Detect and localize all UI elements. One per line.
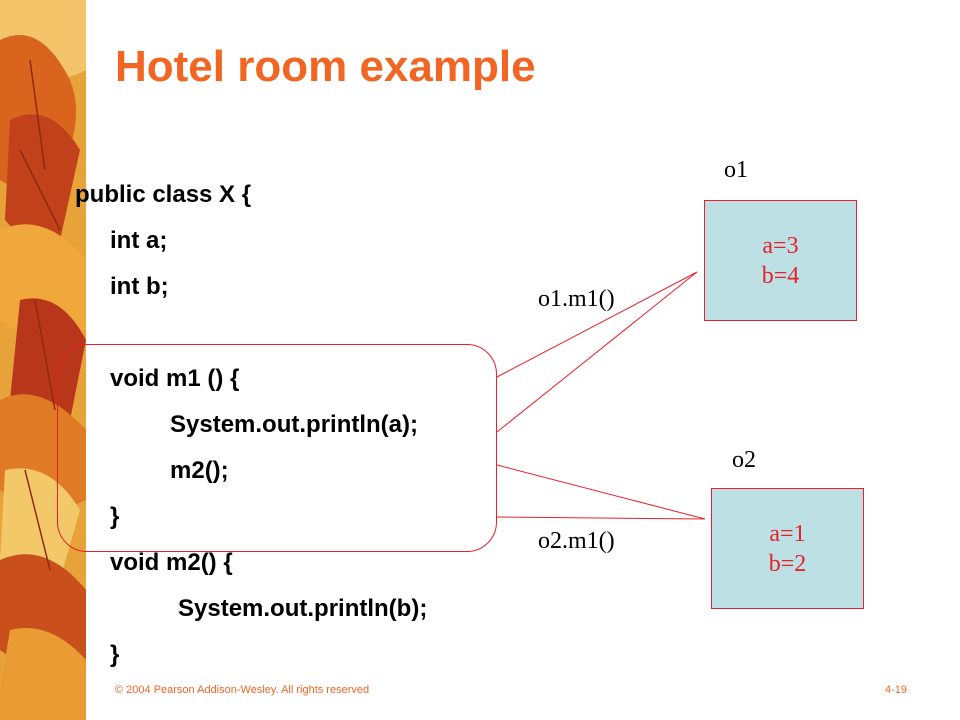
code-line-println-a: System.out.println(a); <box>170 411 419 438</box>
object-o2-field-a: a=1 <box>769 520 806 547</box>
call-o2-m1-label: o2.m1() <box>538 528 615 554</box>
code-line-m2-decl: void m2() { <box>110 549 233 576</box>
code-line-println-b: System.out.println(b); <box>178 595 428 622</box>
code-line-int-b: int b; <box>110 273 169 300</box>
object-o1-box: a=3 b=4 <box>704 200 857 321</box>
autumn-leaves-image <box>0 0 86 720</box>
footer-copyright: © 2004 Pearson Addison-Wesley. All right… <box>115 684 370 696</box>
connector-o2-upper <box>496 464 706 520</box>
object-o1-field-b: b=4 <box>761 262 800 289</box>
connector-o2-lower <box>496 516 706 520</box>
footer-page-number: 4-19 <box>885 684 908 696</box>
code-line-class-close: } <box>110 641 120 668</box>
code-line-m2-call: m2(); <box>170 457 229 484</box>
object-o2-field-b: b=2 <box>768 550 807 577</box>
object-o1-label: o1 <box>724 157 748 183</box>
m1-highlight-box <box>57 344 497 552</box>
object-o2-label: o2 <box>732 447 756 473</box>
code-line-class-decl: public class X { <box>75 181 252 208</box>
code-line-m1-close: } <box>110 503 120 530</box>
slide-title: Hotel room example <box>115 42 536 91</box>
code-line-m1-decl: void m1 () { <box>110 365 240 392</box>
code-line-int-a: int a; <box>110 227 168 254</box>
object-o2-box: a=1 b=2 <box>711 488 864 609</box>
object-o1-field-a: a=3 <box>762 232 799 259</box>
call-o1-m1-label: o1.m1() <box>538 286 615 312</box>
